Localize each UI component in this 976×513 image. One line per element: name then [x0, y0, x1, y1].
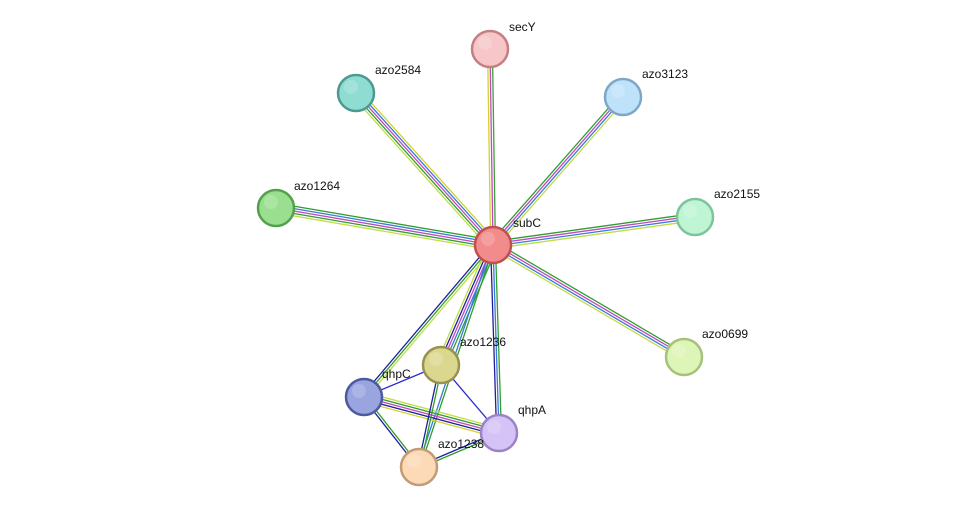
edge-strand — [355, 92, 494, 246]
node-label-azo1264: azo1264 — [294, 179, 340, 193]
node-label-subC: subC — [513, 216, 541, 230]
edge-strand — [436, 242, 490, 364]
edge-strand — [365, 246, 496, 399]
node-azo1236[interactable]: azo1236 — [421, 335, 506, 385]
node-highlight — [683, 204, 697, 218]
edge-subC-azo0699[interactable] — [490, 241, 687, 361]
edge-strand — [486, 49, 492, 246]
edge-strand — [361, 243, 492, 396]
edge-subC-azo2155[interactable] — [492, 212, 696, 250]
edge-strand — [351, 95, 490, 249]
nodes-layer: subC secY azo2584 azo3123 azo1264 azo2155 azo0… — [256, 20, 760, 487]
edge-strand — [442, 245, 496, 367]
node-subC[interactable]: subC — [473, 216, 541, 265]
edge-strand — [489, 48, 494, 246]
node-circle-azo2584[interactable] — [336, 73, 376, 113]
node-azo2155[interactable]: azo2155 — [675, 187, 760, 237]
edge-strand — [493, 219, 696, 250]
node-azo3123[interactable]: azo3123 — [603, 67, 688, 117]
node-highlight — [672, 344, 686, 358]
node-circle-subC[interactable] — [473, 225, 513, 265]
node-label-azo2155: azo2155 — [714, 187, 760, 201]
edge-subC-azo3123[interactable] — [489, 94, 627, 248]
node-highlight — [481, 232, 495, 246]
edge-strand — [491, 95, 623, 245]
node-highlight — [352, 384, 366, 398]
edge-strand — [492, 212, 695, 243]
edge-subC-qhpA[interactable] — [489, 244, 503, 434]
edge-strand — [438, 243, 492, 365]
node-circle-azo2155[interactable] — [675, 197, 715, 237]
edge-strand — [357, 90, 496, 244]
edge-strand — [275, 207, 494, 246]
node-circle-azo1264[interactable] — [256, 188, 296, 228]
edge-strand — [495, 98, 627, 248]
node-circle-azo3123[interactable] — [603, 77, 643, 117]
edge-subC-qhpC[interactable] — [361, 243, 496, 399]
edge-strand — [494, 244, 503, 433]
node-circle-qhpA[interactable] — [479, 413, 519, 453]
node-label-azo1238: azo1238 — [438, 437, 484, 451]
edge-strand — [275, 209, 493, 249]
edge-strand — [493, 243, 685, 357]
node-highlight — [487, 420, 501, 434]
edge-subC-azo2584[interactable] — [351, 89, 498, 249]
edge-strand — [492, 244, 500, 434]
edge-strand — [363, 244, 494, 398]
edge-strand — [440, 244, 494, 366]
edge-strand — [492, 215, 695, 245]
node-circle-azo1236[interactable] — [421, 345, 461, 385]
node-highlight — [344, 80, 358, 94]
edge-strand — [275, 212, 493, 251]
edge-strand — [359, 89, 498, 243]
node-label-azo1236: azo1236 — [460, 335, 506, 349]
edge-strand — [489, 94, 621, 244]
edge-strand — [353, 94, 492, 248]
node-circle-qhpC[interactable] — [344, 377, 384, 417]
edge-subC-azo1264[interactable] — [275, 202, 494, 251]
edge-strand — [491, 48, 497, 245]
node-highlight — [264, 195, 278, 209]
edge-strand — [494, 241, 687, 355]
node-label-qhpC: qhpC — [382, 367, 411, 381]
node-qhpC[interactable]: qhpC — [344, 367, 411, 417]
node-label-azo3123: azo3123 — [642, 67, 688, 81]
node-azo0699[interactable]: azo0699 — [664, 327, 748, 377]
node-label-azo0699: azo0699 — [702, 327, 748, 341]
node-qhpA[interactable]: qhpA — [479, 403, 546, 453]
node-azo2584[interactable]: azo2584 — [336, 63, 421, 113]
edge-strand — [492, 245, 684, 359]
edge-strand — [489, 245, 498, 434]
edge-strand — [276, 204, 494, 244]
node-label-azo2584: azo2584 — [375, 63, 421, 77]
edge-strand — [276, 202, 494, 241]
node-circle-azo1238[interactable] — [399, 447, 439, 487]
node-label-qhpA: qhpA — [518, 403, 546, 417]
node-circle-secY[interactable] — [470, 29, 510, 69]
edge-strand — [493, 97, 625, 247]
edge-strand — [493, 217, 696, 247]
node-highlight — [407, 454, 421, 468]
edge-subC-secY[interactable] — [486, 48, 497, 246]
edge-subC-azo1236[interactable] — [436, 242, 498, 368]
node-circle-azo0699[interactable] — [664, 337, 704, 377]
node-label-secY: secY — [509, 20, 536, 34]
node-secY[interactable]: secY — [470, 20, 536, 69]
node-azo1264[interactable]: azo1264 — [256, 179, 340, 228]
node-highlight — [478, 36, 492, 50]
node-highlight — [429, 352, 443, 366]
node-azo1238[interactable]: azo1238 — [399, 437, 484, 487]
edge-strand — [490, 247, 683, 361]
node-highlight — [611, 84, 625, 98]
